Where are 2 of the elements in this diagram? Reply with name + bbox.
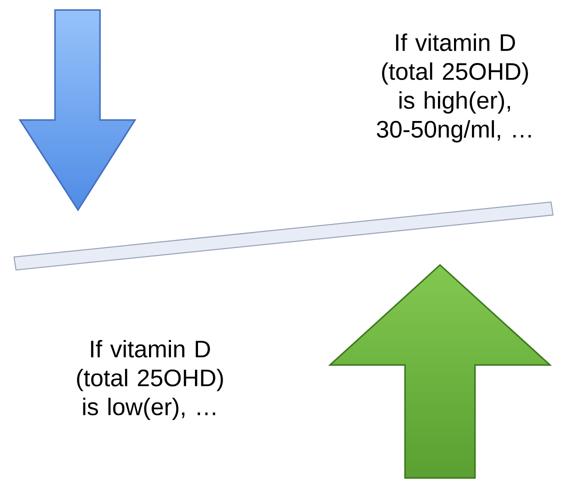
condition-text: If vitamin D (total 25OHD) is high(er), 30-50ng/ml, … [376,34,531,142]
condition-text: If vitamin D (total 25OHD) is low(er), … [77,340,223,420]
